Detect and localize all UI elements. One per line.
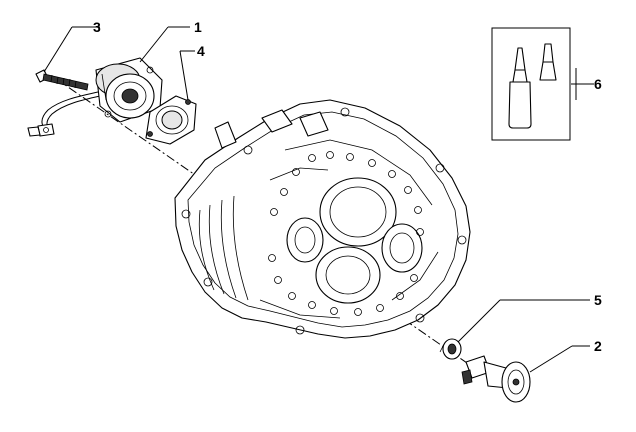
callout-6: 6 (594, 76, 602, 92)
part-5-seal-ring (439, 338, 462, 360)
leader-lines (43, 26, 594, 373)
part-6-sealant-kit (491, 27, 571, 141)
callout-1: 1 (194, 19, 202, 35)
callout-4: 4 (197, 43, 205, 59)
part-4-gasket (145, 95, 197, 145)
callout-5: 5 (594, 292, 602, 308)
callout-3: 3 (93, 19, 101, 35)
callout-2: 2 (594, 338, 602, 354)
part-1-slave-cylinder (95, 57, 163, 123)
hydraulic-hose (27, 91, 101, 137)
part-3-bolt (35, 69, 89, 91)
transmission-housing (174, 99, 471, 339)
part-2-bleed-fitting (461, 355, 531, 403)
